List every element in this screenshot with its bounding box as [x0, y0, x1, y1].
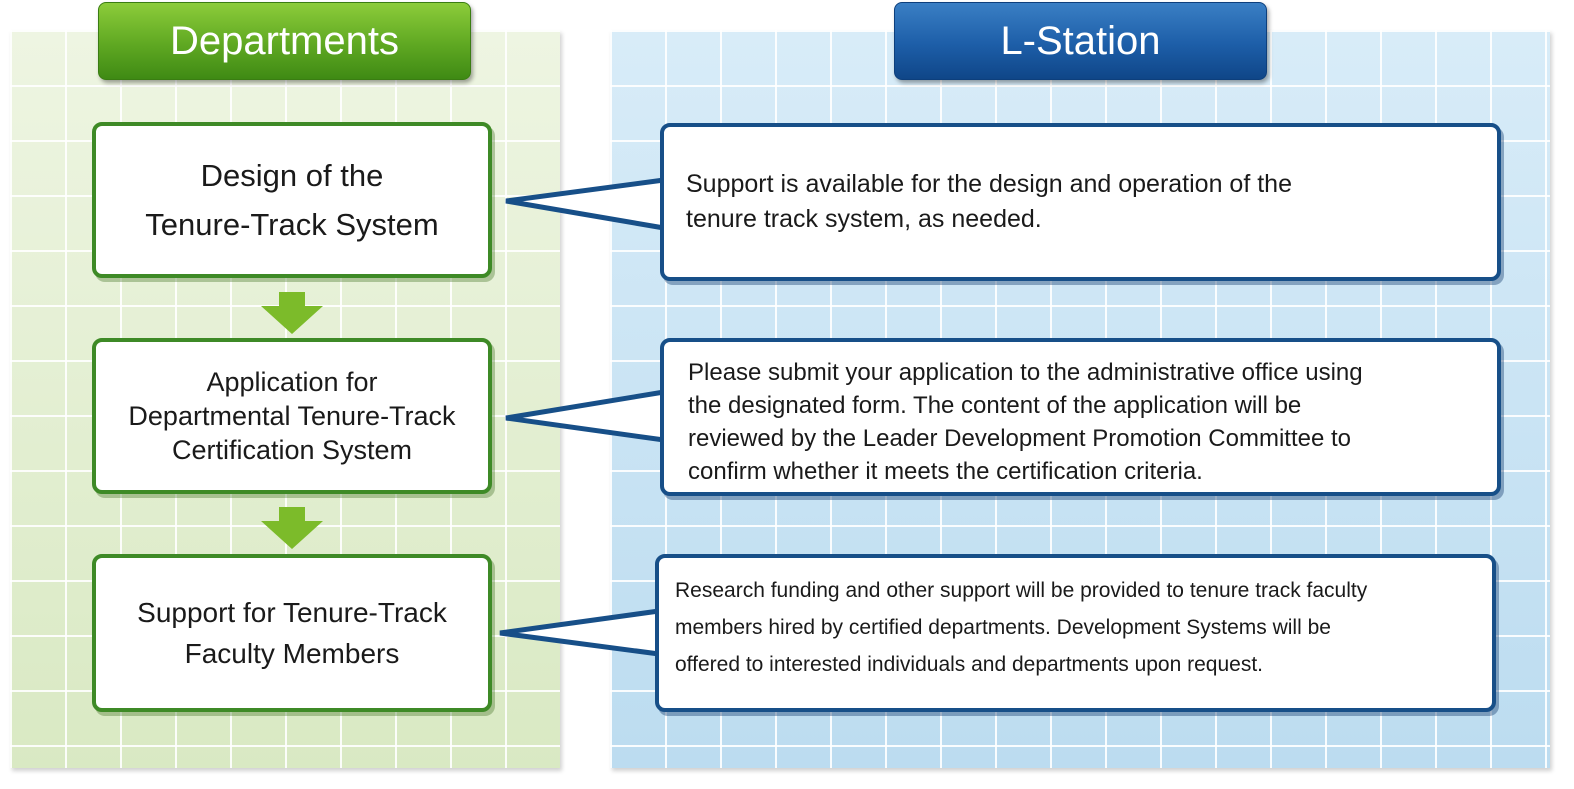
- lstation-header: L-Station: [894, 2, 1267, 80]
- step-design-box: Design of the Tenure-Track System: [92, 122, 492, 278]
- step-support-line1: Support for Tenure-Track: [137, 597, 447, 628]
- note-support-line3: offered to interested individuals and de…: [675, 653, 1263, 676]
- note-support-line2: members hired by certified departments. …: [675, 616, 1331, 639]
- note-application-line1: Please submit your application to the ad…: [688, 359, 1363, 386]
- step-support-box: Support for Tenure-Track Faculty Members: [92, 554, 492, 712]
- step-application-box: Application for Departmental Tenure-Trac…: [92, 338, 492, 494]
- step-application-line1: Application for: [206, 367, 378, 397]
- note-design-box: Support is available for the design and …: [660, 123, 1501, 281]
- note-application-line2: the designated form. The content of the …: [688, 392, 1302, 419]
- step-design-line1: Design of the: [200, 158, 384, 193]
- departments-header-label: Departments: [170, 18, 399, 63]
- note-design-line1: Support is available for the design and …: [686, 170, 1292, 198]
- step-application-line2: Departmental Tenure-Track: [128, 401, 456, 431]
- note-application-line4: confirm whether it meets the certificati…: [688, 458, 1203, 485]
- down-arrow-2-icon: [261, 507, 323, 549]
- callout-tail-2: [505, 389, 667, 443]
- down-arrow-1-icon: [261, 292, 323, 334]
- callout-tail-3: [499, 608, 662, 657]
- note-application-line3: reviewed by the Leader Development Promo…: [688, 425, 1351, 452]
- note-application-box: Please submit your application to the ad…: [660, 338, 1501, 496]
- lstation-header-label: L-Station: [1000, 18, 1161, 63]
- note-support-box: Research funding and other support will …: [655, 554, 1496, 712]
- callout-tail-1: [505, 177, 667, 231]
- departments-header: Departments: [98, 2, 471, 80]
- note-support-line1: Research funding and other support will …: [675, 579, 1368, 602]
- note-design-line2: tenure track system, as needed.: [686, 205, 1042, 233]
- step-support-line2: Faculty Members: [184, 638, 400, 669]
- step-design-line2: Tenure-Track System: [145, 207, 439, 242]
- step-application-line3: Certification System: [171, 435, 413, 465]
